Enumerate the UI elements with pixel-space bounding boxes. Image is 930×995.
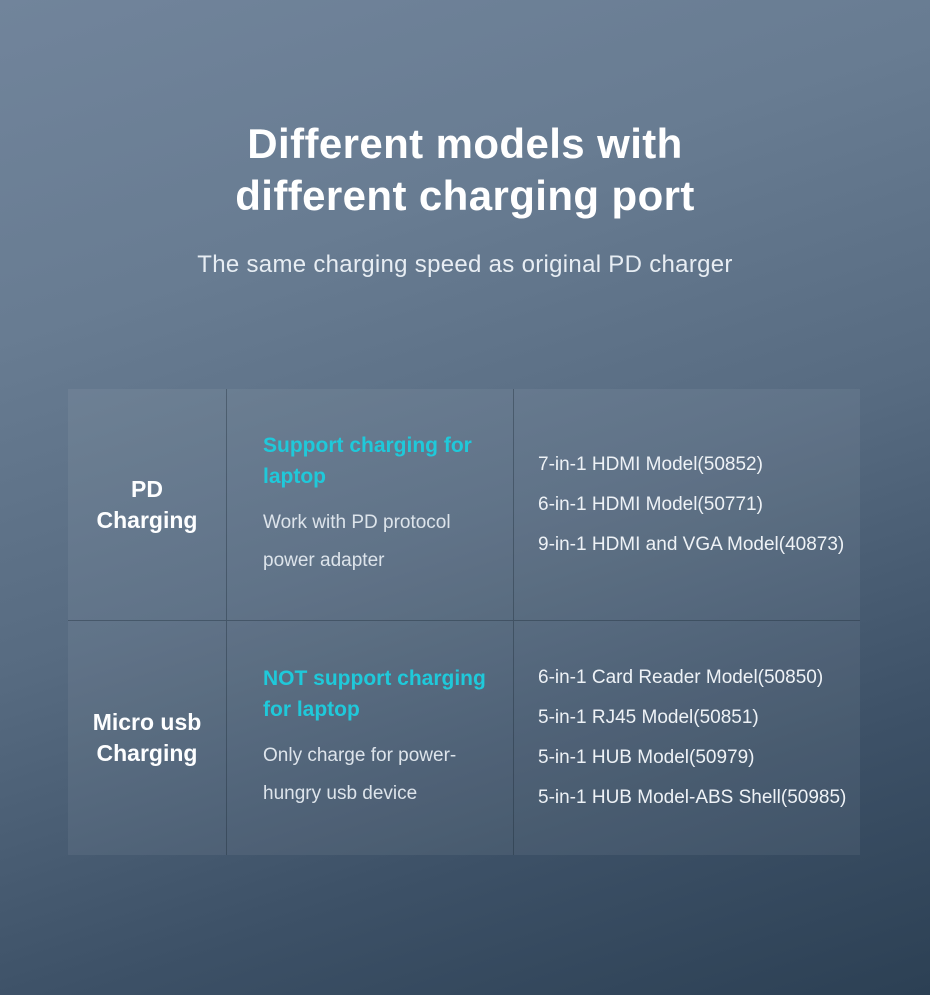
- title-line-2: different charging port: [235, 172, 695, 219]
- micro-usb-highlight: NOT support charging for laptop: [263, 667, 486, 721]
- row-label-line-2: Charging: [96, 740, 198, 766]
- row-label-micro-usb-charging: Micro usb Charging: [68, 621, 227, 855]
- charging-comparison-table: PD Charging Support charging for laptop …: [68, 389, 860, 855]
- model-item: 5-in-1 HUB Model-ABS Shell(50985): [538, 787, 847, 808]
- pd-charging-models-cell: 7-in-1 HDMI Model(50852) 6-in-1 HDMI Mod…: [514, 389, 860, 621]
- pd-charging-description: Work with PD protocol power adapter: [263, 511, 451, 571]
- title-line-1: Different models with: [247, 120, 683, 167]
- row-label-pd-charging: PD Charging: [68, 389, 227, 621]
- header: Different models with different charging…: [0, 118, 930, 280]
- page-title: Different models with different charging…: [0, 118, 930, 222]
- pd-charging-info-cell: Support charging for laptop Work with PD…: [227, 389, 514, 621]
- micro-usb-info-cell: NOT support charging for laptop Only cha…: [227, 621, 514, 855]
- row-label-line-1: PD: [131, 475, 163, 502]
- row-label-line-2: Charging: [96, 506, 198, 533]
- model-item: 9-in-1 HDMI and VGA Model(40873): [538, 533, 845, 555]
- row-label-line-1: Micro usb: [92, 709, 202, 735]
- micro-usb-description: Only charge for power-hungry usb device: [263, 745, 457, 804]
- model-item: 5-in-1 HUB Model(50979): [538, 747, 755, 768]
- model-item: 6-in-1 Card Reader Model(50850): [538, 667, 824, 688]
- model-item: 6-in-1 HDMI Model(50771): [538, 493, 763, 515]
- pd-charging-highlight: Support charging for laptop: [263, 433, 472, 488]
- micro-usb-models-cell: 6-in-1 Card Reader Model(50850) 5-in-1 R…: [514, 621, 860, 855]
- model-item: 7-in-1 HDMI Model(50852): [538, 453, 763, 475]
- page-subtitle: The same charging speed as original PD c…: [197, 251, 733, 278]
- model-item: 5-in-1 RJ45 Model(50851): [538, 707, 759, 728]
